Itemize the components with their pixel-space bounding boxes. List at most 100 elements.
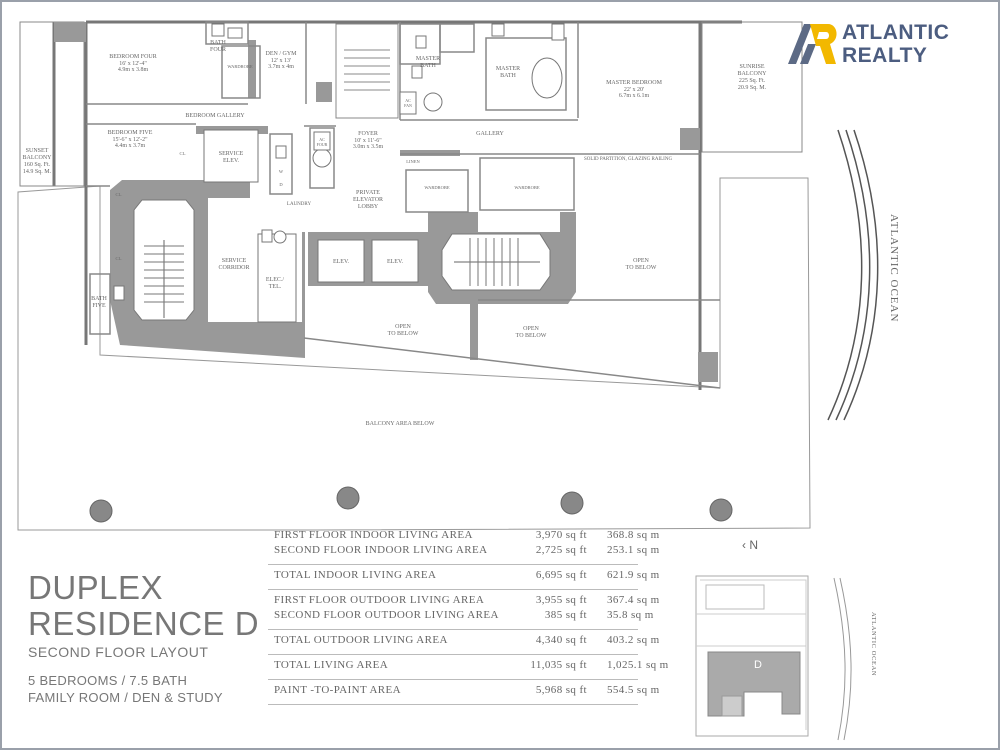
sunset-balcony-line4: 14.9 Sq. M. xyxy=(23,169,52,175)
master-bedroom-dim2: 6.7m x 6.1m xyxy=(619,93,650,99)
sunrise-balcony-line3: 225 Sq. Ft. xyxy=(739,78,766,84)
title-block: DUPLEX RESIDENCE D SECOND FLOOR LAYOUT 5… xyxy=(28,570,268,706)
elec-tel-room xyxy=(257,233,297,323)
area-label: SECOND FLOOR OUTDOOR LIVING AREA xyxy=(274,609,499,621)
area-table: FIRST FLOOR INDOOR LIVING AREA 3,970 sq f… xyxy=(268,526,668,705)
area-label: TOTAL OUTDOOR LIVING AREA xyxy=(274,634,448,646)
area-row: SECOND FLOOR INDOOR LIVING AREA 2,725 sq … xyxy=(274,543,659,558)
area-sqft: 4,340 sq ft xyxy=(535,634,587,646)
brand-line2: REALTY xyxy=(842,44,928,67)
area-row: FIRST FLOOR INDOOR LIVING AREA 3,970 sq f… xyxy=(274,528,659,543)
area-label: PAINT -TO-PAINT AREA xyxy=(274,684,401,696)
stair-top xyxy=(335,23,399,119)
interior-walls xyxy=(86,21,721,389)
area-label: FIRST FLOOR INDOOR LIVING AREA xyxy=(274,529,473,541)
ocean-curves xyxy=(827,129,879,421)
service-corridor-line2: CORRIDOR xyxy=(218,265,249,271)
open-below-east-line1: OPEN xyxy=(633,258,649,264)
ac-label: AC xyxy=(405,98,411,103)
den-gym-dim2: 3.7m x 4m xyxy=(268,64,294,70)
foyer-dim1: 10' x 11'-6" xyxy=(354,138,382,144)
title-line1: DUPLEX xyxy=(28,569,164,606)
area-sqft: 3,970 sq ft xyxy=(535,529,587,541)
area-label: SECOND FLOOR INDOOR LIVING AREA xyxy=(274,544,488,556)
bedroom-five-label: BEDROOM FIVE xyxy=(108,130,153,136)
fixtures xyxy=(113,23,565,301)
closet-west-2: CL. xyxy=(116,256,123,261)
north-indicator: ‹ N xyxy=(742,538,758,552)
area-label: FIRST FLOOR OUTDOOR LIVING AREA xyxy=(274,594,485,606)
brand-name: ATLANTIC REALTY xyxy=(842,21,949,67)
laundry-label: LAUNDRY xyxy=(287,202,312,207)
stair-core-right xyxy=(441,233,551,291)
elevator-2 xyxy=(371,239,419,283)
master-bath-2-line2: BATH xyxy=(500,73,516,79)
sunset-balcony-outline xyxy=(19,21,85,187)
brand-logo xyxy=(788,24,837,64)
elevator-2-label: ELEV. xyxy=(387,259,404,265)
elec-tel-line2: TEL. xyxy=(269,284,282,290)
four-label: FOUR xyxy=(317,142,328,147)
open-below-south-line2: TO BELOW xyxy=(516,333,547,339)
open-below-south-line1: OPEN xyxy=(523,326,539,332)
sunset-balcony-line2: BALCONY xyxy=(22,155,52,161)
linen-label: LINEN xyxy=(406,159,420,164)
service-elev-line1: SERVICE xyxy=(219,151,244,157)
sunset-balcony-line1: SUNSET xyxy=(26,148,49,154)
gallery-label: GALLERY xyxy=(476,131,504,137)
area-sqm: 1,025.1 sq m xyxy=(607,659,669,671)
bedroom-gallery-label: BEDROOM GALLERY xyxy=(185,113,245,119)
elevator-1 xyxy=(317,239,365,283)
title-subtitle: SECOND FLOOR LAYOUT xyxy=(28,644,209,660)
column-markers xyxy=(89,486,733,523)
den-gym-dim1: 12' x 13' xyxy=(271,58,291,64)
wardrobe-four-label: WARDROBE xyxy=(227,64,253,69)
service-elev-line2: ELEV. xyxy=(223,158,240,164)
master-bedroom-label: MASTER BEDROOM xyxy=(606,80,663,86)
ac-foyer-label: AC xyxy=(319,137,325,142)
brand-line1: ATLANTIC xyxy=(842,21,950,44)
area-label: TOTAL LIVING AREA xyxy=(274,659,389,671)
stair-core-left xyxy=(133,199,195,321)
master-bath-2-line1: MASTER xyxy=(496,66,520,72)
area-sqm: 253.1 sq m xyxy=(607,544,660,556)
private-elevator-lobby-line3: LOBBY xyxy=(358,204,379,210)
area-sqm: 368.8 sq m xyxy=(607,529,660,541)
north-label: N xyxy=(749,538,759,552)
sunrise-balcony-line4: 20.9 Sq. M. xyxy=(738,85,767,91)
master-bath-1-line1: MASTER xyxy=(416,56,440,62)
open-below-east-line2: TO BELOW xyxy=(626,265,657,271)
north-arrow-icon: ‹ xyxy=(742,538,750,552)
area-label: TOTAL INDOOR LIVING AREA xyxy=(274,569,437,581)
sunrise-balcony-line2: BALCONY xyxy=(737,71,767,77)
area-sqft: 2,725 sq ft xyxy=(535,544,587,556)
bedroom-four-label: BEDROOM FOUR xyxy=(109,54,157,60)
dryer-label: D xyxy=(279,182,283,187)
bedroom-five-dim2: 4.4m x 3.7m xyxy=(115,143,146,149)
closet-bedroom-five: CL. xyxy=(180,151,187,156)
foyer-label: FOYER xyxy=(358,131,378,137)
bath-five-line2: FIVE xyxy=(92,303,106,309)
private-elevator-lobby-line2: ELEVATOR xyxy=(353,197,383,203)
area-sqm: 367.4 sq m xyxy=(607,594,660,606)
key-plan-unit-label: D xyxy=(754,659,762,671)
private-elevator-lobby-line1: PRIVATE xyxy=(356,190,380,196)
area-sqft: 6,695 sq ft xyxy=(535,569,587,581)
bath-five-line1: BATH xyxy=(91,296,107,302)
area-group: FIRST FLOOR INDOOR LIVING AREA 3,970 sq f… xyxy=(268,526,659,565)
sunset-balcony-line3: 160 Sq. Ft. xyxy=(24,162,51,168)
master-bedroom-dim1: 22' x 20' xyxy=(624,87,644,93)
elec-tel-line1: ELEC./ xyxy=(266,277,284,283)
key-plan-ocean-label: ATLANTIC OCEAN xyxy=(870,612,877,676)
wardrobe-right-label: WARDROBE xyxy=(514,185,540,190)
